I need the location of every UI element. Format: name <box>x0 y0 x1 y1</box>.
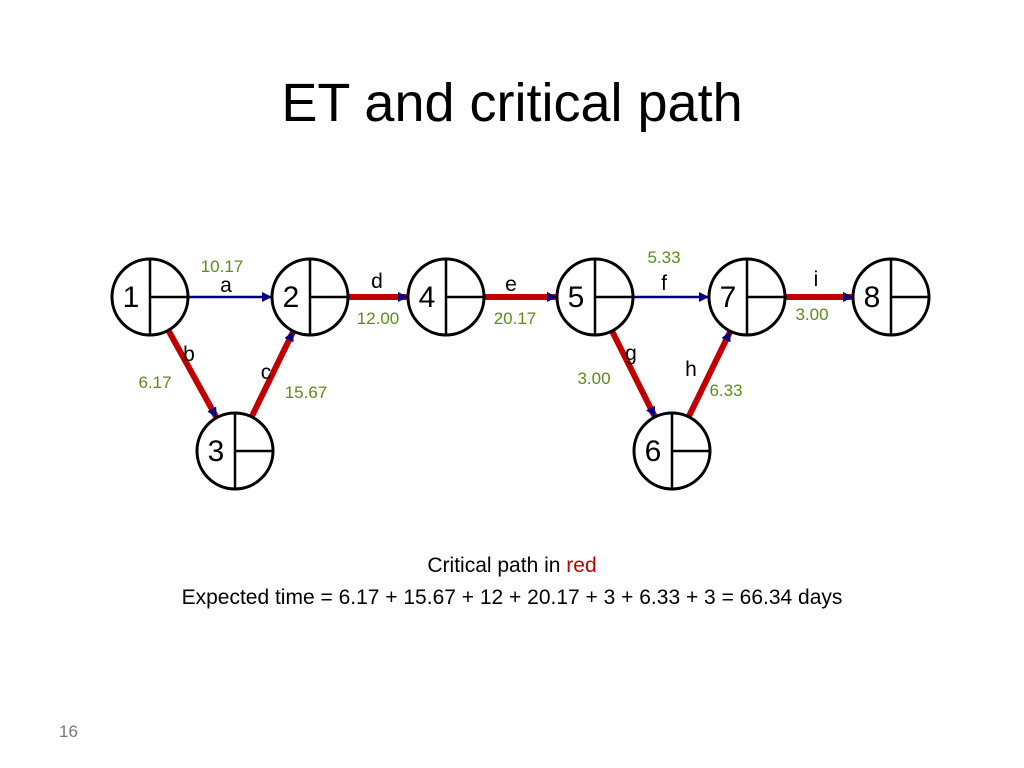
node-number: 4 <box>419 281 436 314</box>
duration-label-h: 6.33 <box>709 381 742 400</box>
activity-label-b: b <box>183 343 195 366</box>
duration-label-g: 3.00 <box>577 369 610 388</box>
duration-label-c: 15.67 <box>285 383 328 402</box>
duration-label-f: 5.33 <box>647 248 680 267</box>
duration-label-b: 6.17 <box>138 373 171 392</box>
node-number: 6 <box>645 435 662 468</box>
activity-label-c: c <box>261 361 272 384</box>
activity-label-e: e <box>505 273 517 296</box>
duration-label-e: 20.17 <box>494 309 537 328</box>
node-number: 8 <box>864 281 881 314</box>
labels-layer: a10.17 b 6.17 c 15.67 d 12.00 e 20.17 f 5.33 g 3.00 h… <box>138 248 828 402</box>
node-1: 1 <box>110 257 190 337</box>
activity-label-a: a <box>220 274 232 297</box>
node-5: 5 <box>555 257 635 337</box>
activity-label-g: g <box>625 342 637 365</box>
node-number: 1 <box>123 281 140 314</box>
node-2: 2 <box>270 257 350 337</box>
node-7: 7 <box>707 257 787 337</box>
node-number: 3 <box>208 435 225 468</box>
expected-time-formula: Expected time = 6.17 + 15.67 + 12 + 20.1… <box>181 586 843 609</box>
duration-label-i: 3.00 <box>795 305 828 324</box>
activity-label-f: f <box>661 272 667 295</box>
node-8: 8 <box>851 257 931 337</box>
slide-title: ET and critical path <box>281 73 743 133</box>
duration-label-a: 10.17 <box>201 257 244 276</box>
critical-path-caption: Critical path in red <box>0 553 1024 579</box>
caption-prefix: Critical path in <box>427 554 567 577</box>
nodes-layer: 1 2 3 4 5 6 7 8 <box>110 257 931 491</box>
edge-g-critical <box>608 327 658 418</box>
node-4: 4 <box>406 257 486 337</box>
node-3: 3 <box>195 411 275 491</box>
edge-h-critical <box>685 330 733 420</box>
edges-layer <box>164 292 853 420</box>
node-6: 6 <box>632 411 712 491</box>
node-number: 2 <box>283 281 300 314</box>
node-number: 5 <box>568 281 585 314</box>
page-number: 16 <box>59 722 78 741</box>
edge-c-critical <box>248 330 296 420</box>
activity-label-h: h <box>685 358 697 381</box>
node-number: 7 <box>720 281 737 314</box>
caption-highlight: red <box>566 554 597 577</box>
activity-label-d: d <box>371 270 383 293</box>
duration-label-d: 12.00 <box>357 309 400 328</box>
activity-label-i: i <box>814 268 819 291</box>
edge-b-critical <box>164 327 219 419</box>
